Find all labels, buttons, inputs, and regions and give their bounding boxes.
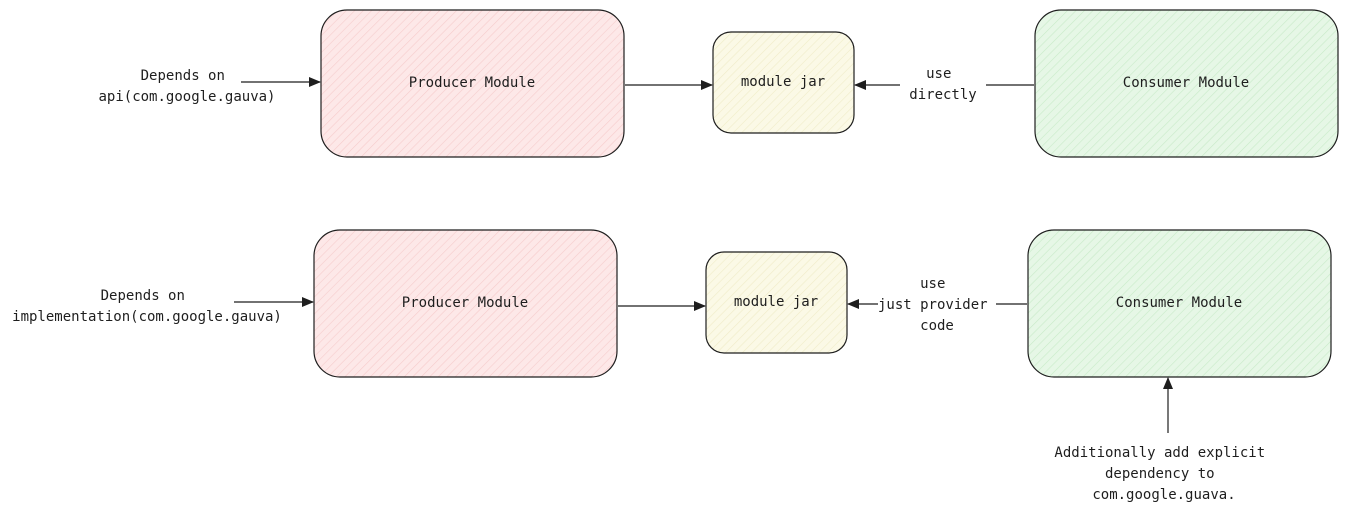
bottom-producer-module-box <box>313 229 618 378</box>
bottom-row: Depends on implementation(com.google.gau… <box>12 229 1332 503</box>
bottom-input-label: Depends on implementation(com.google.gau… <box>12 288 282 325</box>
bottom-consumer-module-label: Consumer Module <box>1116 295 1242 311</box>
top-consumer-module-box <box>1034 9 1339 158</box>
bottom-use-label: use just provider code <box>878 276 996 334</box>
top-use-label-bg <box>900 64 986 104</box>
top-use-label: use directly <box>909 66 976 103</box>
bottom-producer-module-label: Producer Module <box>402 295 528 311</box>
bottom-use-label-bg <box>878 272 996 334</box>
bottom-module-jar-label: module jar <box>734 294 818 310</box>
top-input-label: Depends on api(com.google.gauva) <box>98 68 275 105</box>
explicit-dependency-label: Additionally add explicit dependency to … <box>1054 445 1273 503</box>
top-consumer-module-label: Consumer Module <box>1123 75 1249 91</box>
top-producer-module-box <box>320 9 625 158</box>
top-module-jar-label: module jar <box>741 74 825 90</box>
top-row: Depends on api(com.google.gauva) Produce… <box>98 9 1339 158</box>
top-producer-module-label: Producer Module <box>409 75 535 91</box>
bottom-consumer-module-box <box>1027 229 1332 378</box>
